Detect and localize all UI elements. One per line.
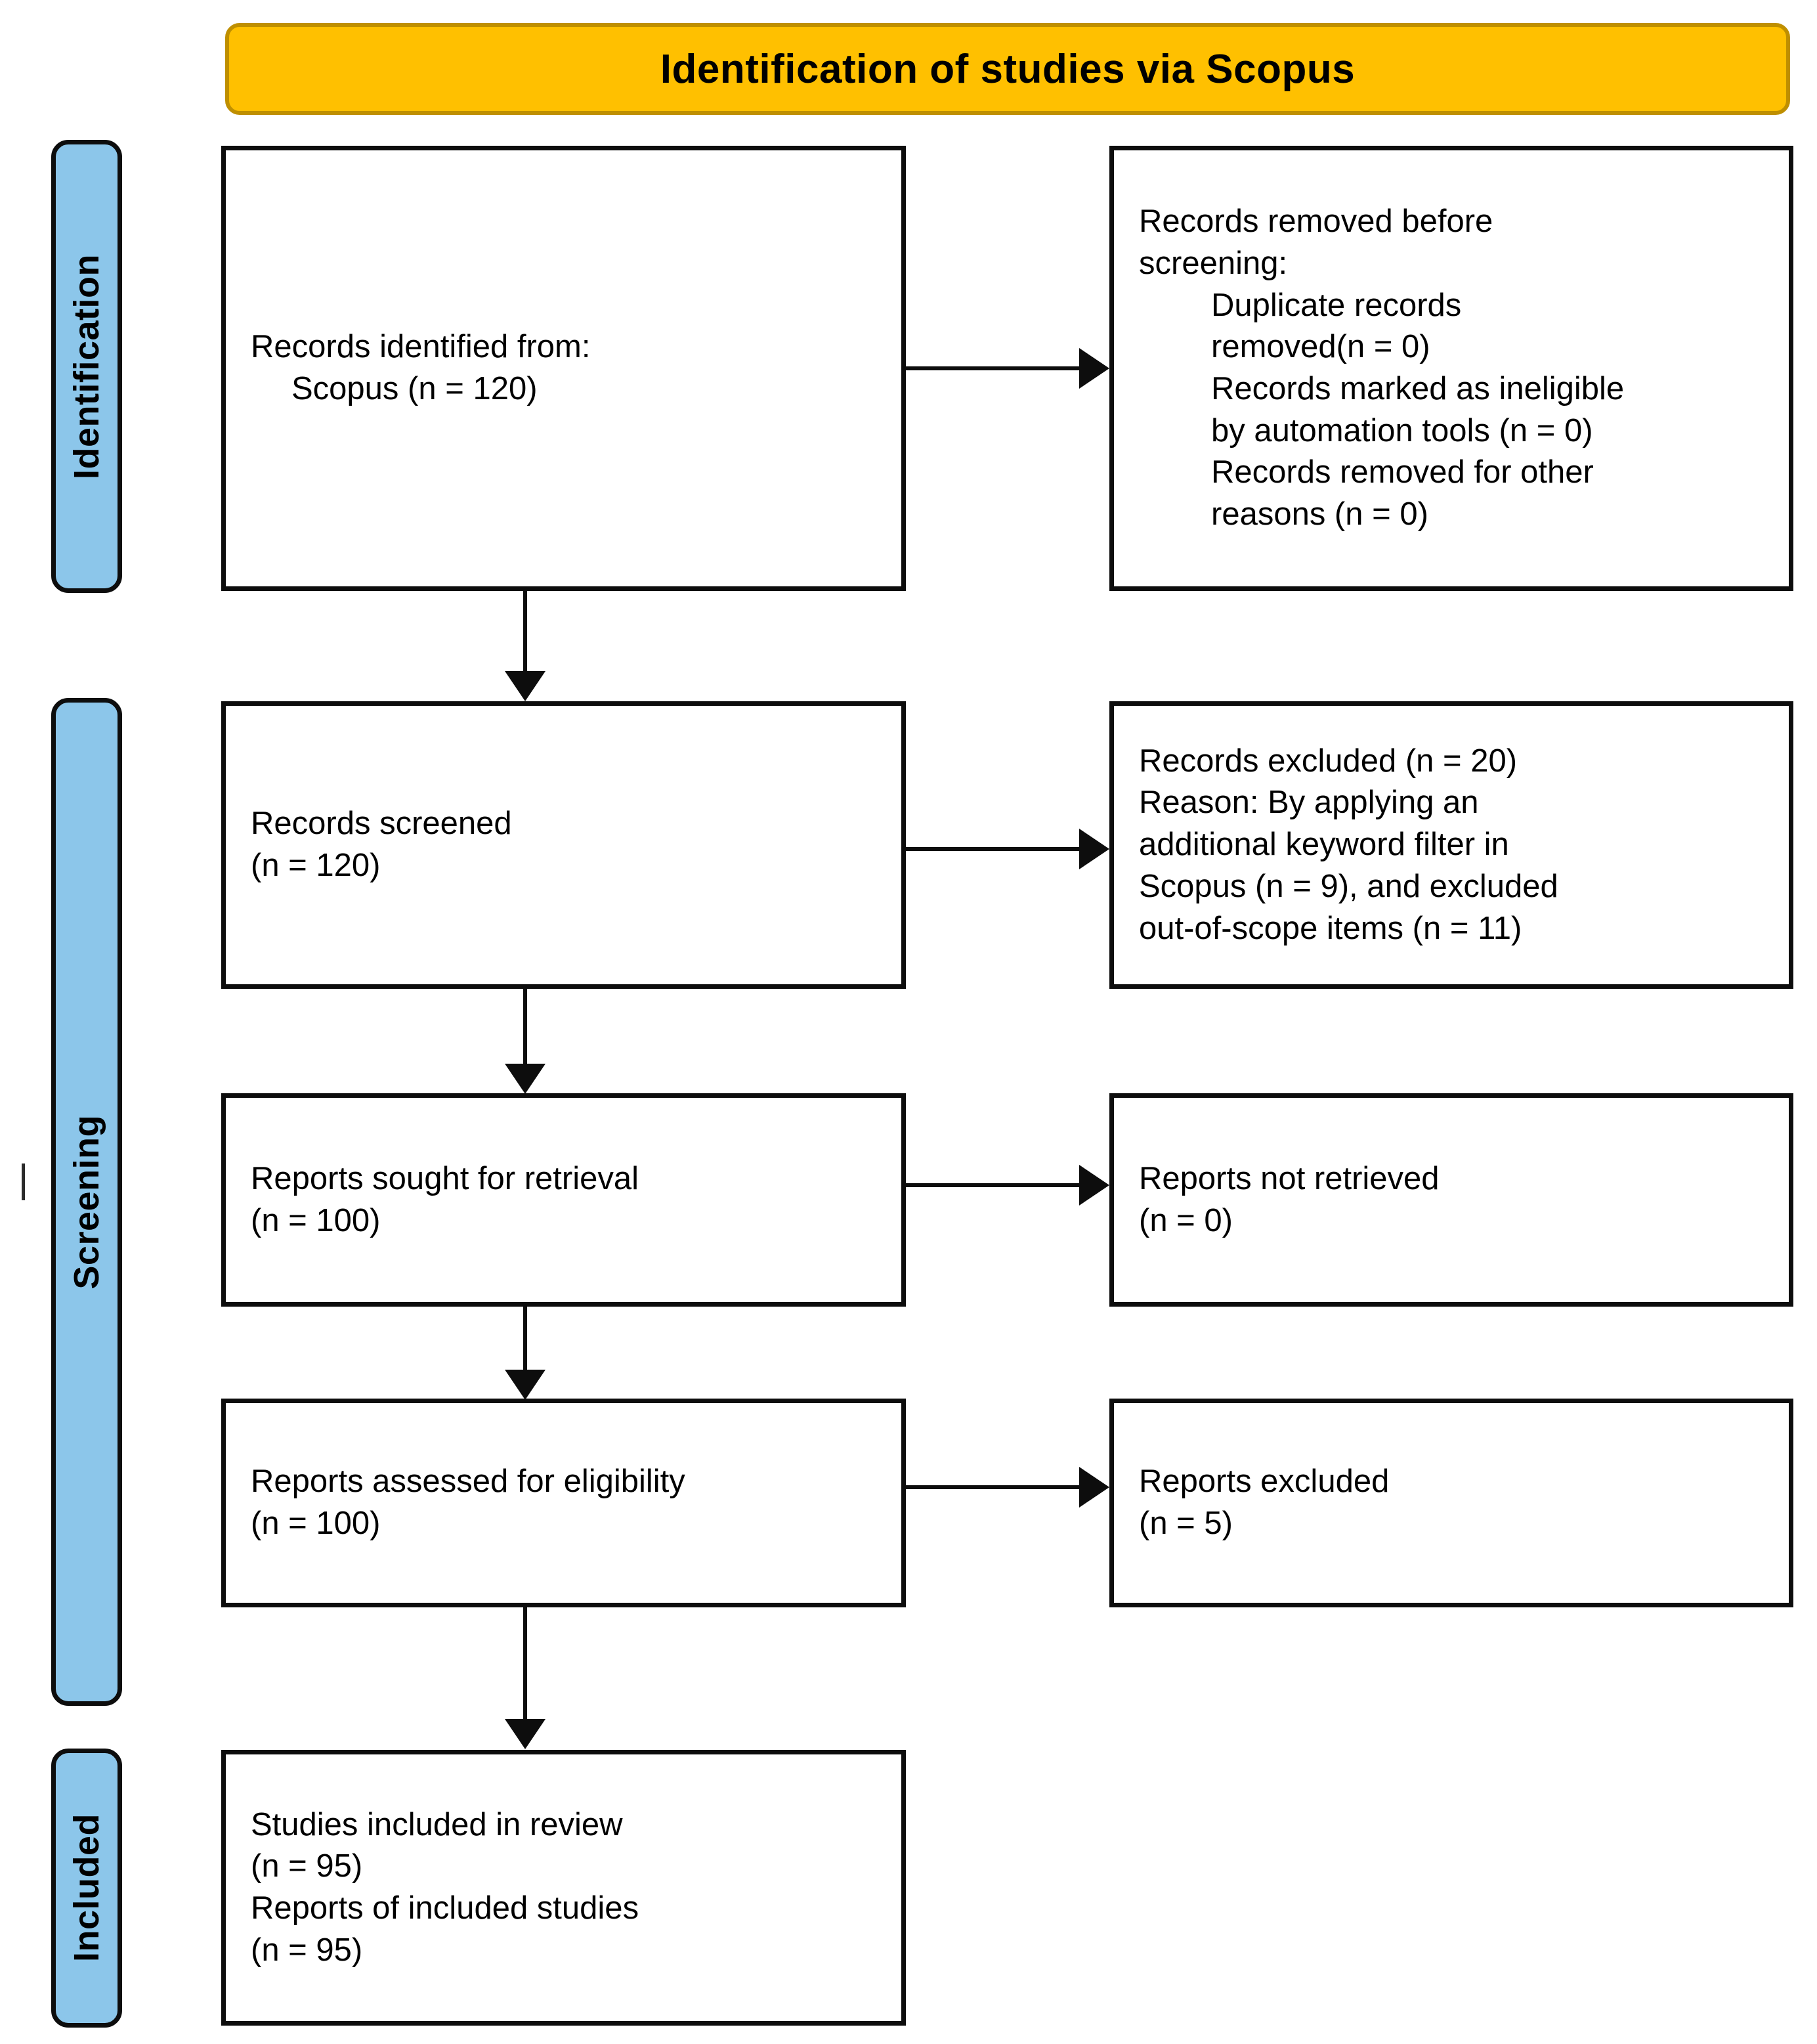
reports-not-retrieved-line-2: (n = 0) xyxy=(1139,1202,1233,1238)
reports-assessed-line-1: Reports assessed for eligibility xyxy=(251,1464,685,1500)
records-removed-sub-4: by automation tools (n = 0) xyxy=(1211,412,1593,448)
stage-label-screening-text: Screening xyxy=(67,1114,106,1290)
records-screened-line-2: (n = 120) xyxy=(251,848,381,883)
records-removed-sub-5: Records removed for other xyxy=(1211,454,1594,490)
connector-assessed-to-included-arrow xyxy=(505,1719,545,1749)
connector-sought-to-notretrieved-arrow xyxy=(1079,1165,1109,1206)
records-removed-sub-1: Duplicate records xyxy=(1211,287,1462,323)
records-excluded-line-3: additional keyword filter in xyxy=(1139,827,1509,863)
records-excluded-line-5: out-of-scope items (n = 11) xyxy=(1139,910,1522,946)
reports-excluded-line-2: (n = 5) xyxy=(1139,1506,1233,1541)
box-records-screened: Records screened (n = 120) xyxy=(221,701,906,989)
records-removed-sub-3: Records marked as ineligible xyxy=(1211,371,1625,406)
connector-identified-to-removed-line xyxy=(906,366,1079,370)
connector-identified-to-screened-arrow xyxy=(505,671,545,701)
stage-label-identification-text: Identification xyxy=(67,253,106,479)
connector-screened-to-excluded-arrow xyxy=(1079,829,1109,869)
records-screened-line-1: Records screened xyxy=(251,806,512,842)
reports-not-retrieved-line-1: Reports not retrieved xyxy=(1139,1160,1440,1196)
reports-sought-line-2: (n = 100) xyxy=(251,1202,381,1238)
box-reports-not-retrieved: Reports not retrieved (n = 0) xyxy=(1109,1093,1793,1307)
records-identified-line-2: Scopus (n = 120) xyxy=(291,371,538,406)
banner-title: Identification of studies via Scopus xyxy=(660,46,1356,92)
diagram-header-banner: Identification of studies via Scopus xyxy=(225,23,1790,115)
records-identified-line-1: Records identified from: xyxy=(251,329,591,365)
box-reports-assessed-for-eligibility: Reports assessed for eligibility (n = 10… xyxy=(221,1399,906,1607)
connector-screened-to-excluded-line xyxy=(906,847,1079,851)
box-reports-excluded: Reports excluded (n = 5) xyxy=(1109,1399,1793,1607)
connector-identified-to-screened-line xyxy=(523,591,527,672)
connector-assessed-to-reportsexcluded-arrow xyxy=(1079,1467,1109,1508)
records-removed-heading-colon: : xyxy=(1278,245,1288,281)
connector-sought-to-notretrieved-line xyxy=(906,1183,1079,1187)
records-removed-heading-lead: Records removed xyxy=(1139,204,1402,240)
stage-label-identification: Identification xyxy=(51,140,122,593)
connector-sought-to-assessed-line xyxy=(523,1307,527,1371)
box-reports-sought-for-retrieval: Reports sought for retrieval (n = 100) xyxy=(221,1093,906,1307)
box-records-identified: Records identified from: Scopus (n = 120… xyxy=(221,146,906,591)
connector-identified-to-removed-arrow xyxy=(1079,348,1109,389)
records-excluded-line-2: Reason: By applying an xyxy=(1139,785,1479,821)
records-excluded-line-1: Records excluded (n = 20) xyxy=(1139,743,1518,779)
studies-included-line-4: (n = 95) xyxy=(251,1932,363,1968)
records-removed-heading-italic-screening: screening xyxy=(1139,245,1279,281)
connector-sought-to-assessed-arrow xyxy=(505,1370,545,1400)
connector-screened-to-sought-arrow xyxy=(505,1064,545,1094)
stray-tick-mark xyxy=(22,1163,25,1200)
box-studies-included-in-review: Studies included in review (n = 95) Repo… xyxy=(221,1750,906,2026)
box-records-excluded: Records excluded (n = 20) Reason: By app… xyxy=(1109,701,1793,989)
connector-screened-to-sought-line xyxy=(523,989,527,1065)
stage-label-screening: Screening xyxy=(51,698,122,1706)
records-removed-sub-6: reasons (n = 0) xyxy=(1211,496,1428,533)
connector-assessed-to-reportsexcluded-line xyxy=(906,1485,1079,1489)
records-removed-heading-2: screening: xyxy=(1139,243,1764,285)
records-removed-heading: Records removed before xyxy=(1139,201,1764,243)
stage-label-included: Included xyxy=(51,1749,122,2028)
studies-included-line-3: Reports of included studies xyxy=(251,1890,639,1926)
studies-included-line-2: (n = 95) xyxy=(251,1848,363,1884)
reports-sought-line-1: Reports sought for retrieval xyxy=(251,1160,639,1196)
reports-assessed-line-2: (n = 100) xyxy=(251,1506,381,1541)
connector-assessed-to-included-line xyxy=(523,1607,527,1720)
stage-label-included-text: Included xyxy=(67,1814,106,1963)
studies-included-line-1: Studies included in review xyxy=(251,1806,623,1842)
records-removed-sub-2: removed(n = 0) xyxy=(1211,329,1430,365)
records-removed-heading-italic-before: before xyxy=(1401,204,1493,240)
box-records-removed-before-screening: Records removed before screening: Duplic… xyxy=(1109,146,1793,591)
reports-excluded-line-1: Reports excluded xyxy=(1139,1464,1390,1500)
records-excluded-line-4: Scopus (n = 9), and excluded xyxy=(1139,868,1558,904)
